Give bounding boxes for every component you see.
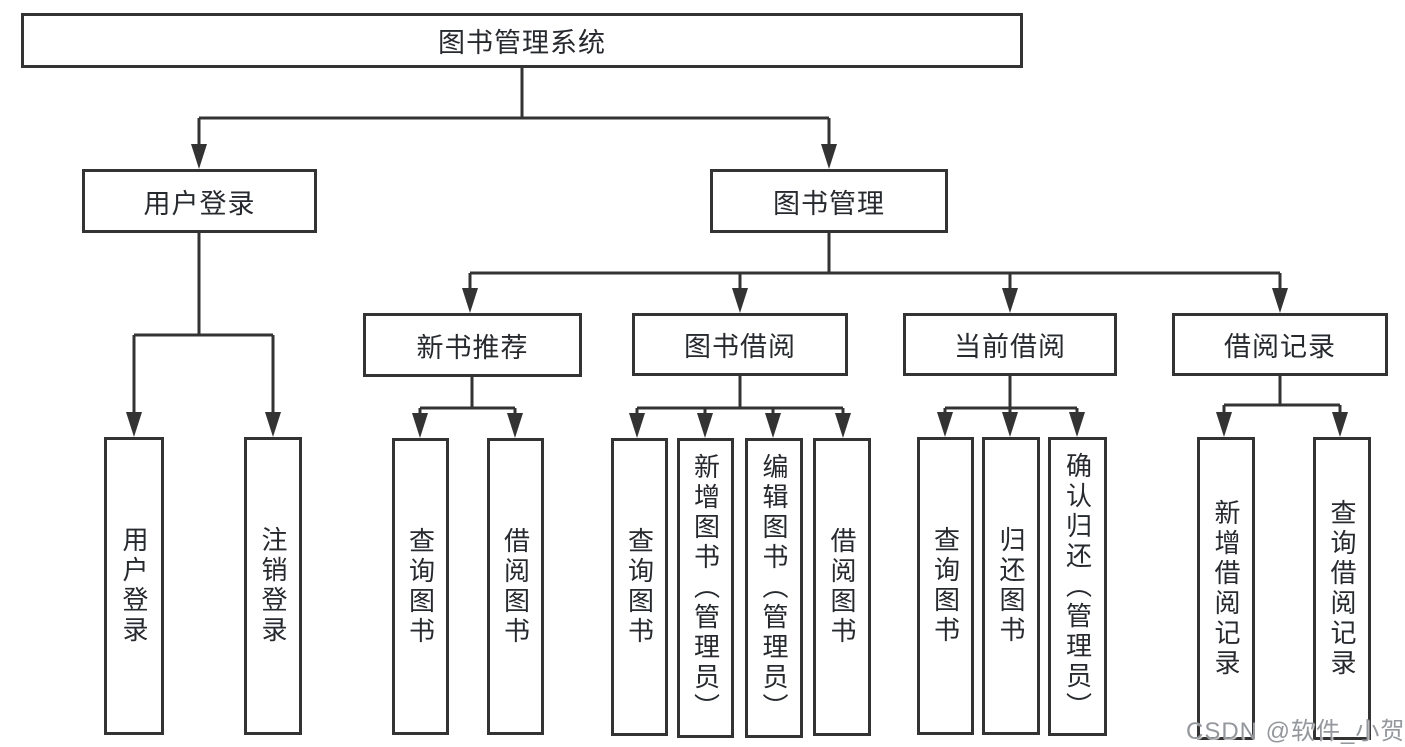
node-label: 借阅图书 xyxy=(500,526,531,647)
node-root-system: 图书管理系统 xyxy=(21,13,1023,68)
leaf-cb-query-book: 查询图书 xyxy=(917,437,974,735)
branch-current-borrow xyxy=(937,376,1085,437)
branch-borrow-records xyxy=(1216,376,1348,437)
csdn-watermark: CSDN @软件_小贺同学 xyxy=(1186,718,1405,745)
node-label: 图书管理 xyxy=(773,188,885,219)
node-label: 注销登录 xyxy=(258,526,288,646)
node-label: 用户登录 xyxy=(119,526,149,646)
node-label: 新书推荐 xyxy=(416,332,529,363)
node-new-book-rec: 新书推荐 xyxy=(363,313,582,377)
leaf-user-login: 用户登录 xyxy=(104,437,164,735)
node-label: 图书管理系统 xyxy=(438,28,606,58)
node-label: 查询借阅记录 xyxy=(1327,498,1357,679)
leaf-br-query-record: 查询借阅记录 xyxy=(1313,437,1371,740)
node-label: 借阅图书 xyxy=(827,527,857,647)
node-user-login: 用户登录 xyxy=(82,169,317,233)
node-label: 借阅记录 xyxy=(1224,332,1336,362)
node-label: 确认归还（管理员） xyxy=(1062,451,1093,722)
node-label: 当前借阅 xyxy=(954,332,1066,362)
leaf-cb-confirm-return-admin: 确认归还（管理员） xyxy=(1048,437,1107,736)
node-label: 用户登录 xyxy=(143,188,256,219)
leaf-bb-borrow-book: 借阅图书 xyxy=(813,438,871,736)
node-label: 图书借阅 xyxy=(684,332,796,362)
leaf-nbr-borrow-book: 借阅图书 xyxy=(487,438,544,735)
leaf-bb-add-book-admin: 新增图书（管理员） xyxy=(677,438,734,738)
node-current-borrow: 当前借阅 xyxy=(903,313,1117,376)
branch-book-mgmt xyxy=(462,233,1288,313)
node-label: 编辑图书（管理员） xyxy=(759,453,789,723)
leaf-br-add-record: 新增借阅记录 xyxy=(1197,437,1255,740)
branch-book-borrow xyxy=(629,376,851,438)
node-label: 查询图书 xyxy=(405,526,436,647)
node-book-mgmt: 图书管理 xyxy=(710,169,948,233)
branch-root xyxy=(191,68,837,169)
node-label: 归还图书 xyxy=(996,526,1026,646)
node-borrow-records: 借阅记录 xyxy=(1172,313,1388,376)
node-label: 查询图书 xyxy=(624,527,655,647)
branch-new-book-rec xyxy=(412,377,523,438)
leaf-cb-return-book: 归还图书 xyxy=(982,437,1040,735)
node-label: 查询图书 xyxy=(930,526,961,646)
leaf-bb-edit-book-admin: 编辑图书（管理员） xyxy=(745,438,803,738)
branch-user-login xyxy=(126,233,281,437)
node-label: 新增图书（管理员） xyxy=(690,453,721,723)
node-label: 新增借阅记录 xyxy=(1211,498,1241,679)
leaf-nbr-query-book: 查询图书 xyxy=(392,438,449,735)
leaf-logout: 注销登录 xyxy=(244,437,302,735)
node-book-borrow: 图书借阅 xyxy=(632,313,848,376)
leaf-bb-query-book: 查询图书 xyxy=(611,438,668,736)
